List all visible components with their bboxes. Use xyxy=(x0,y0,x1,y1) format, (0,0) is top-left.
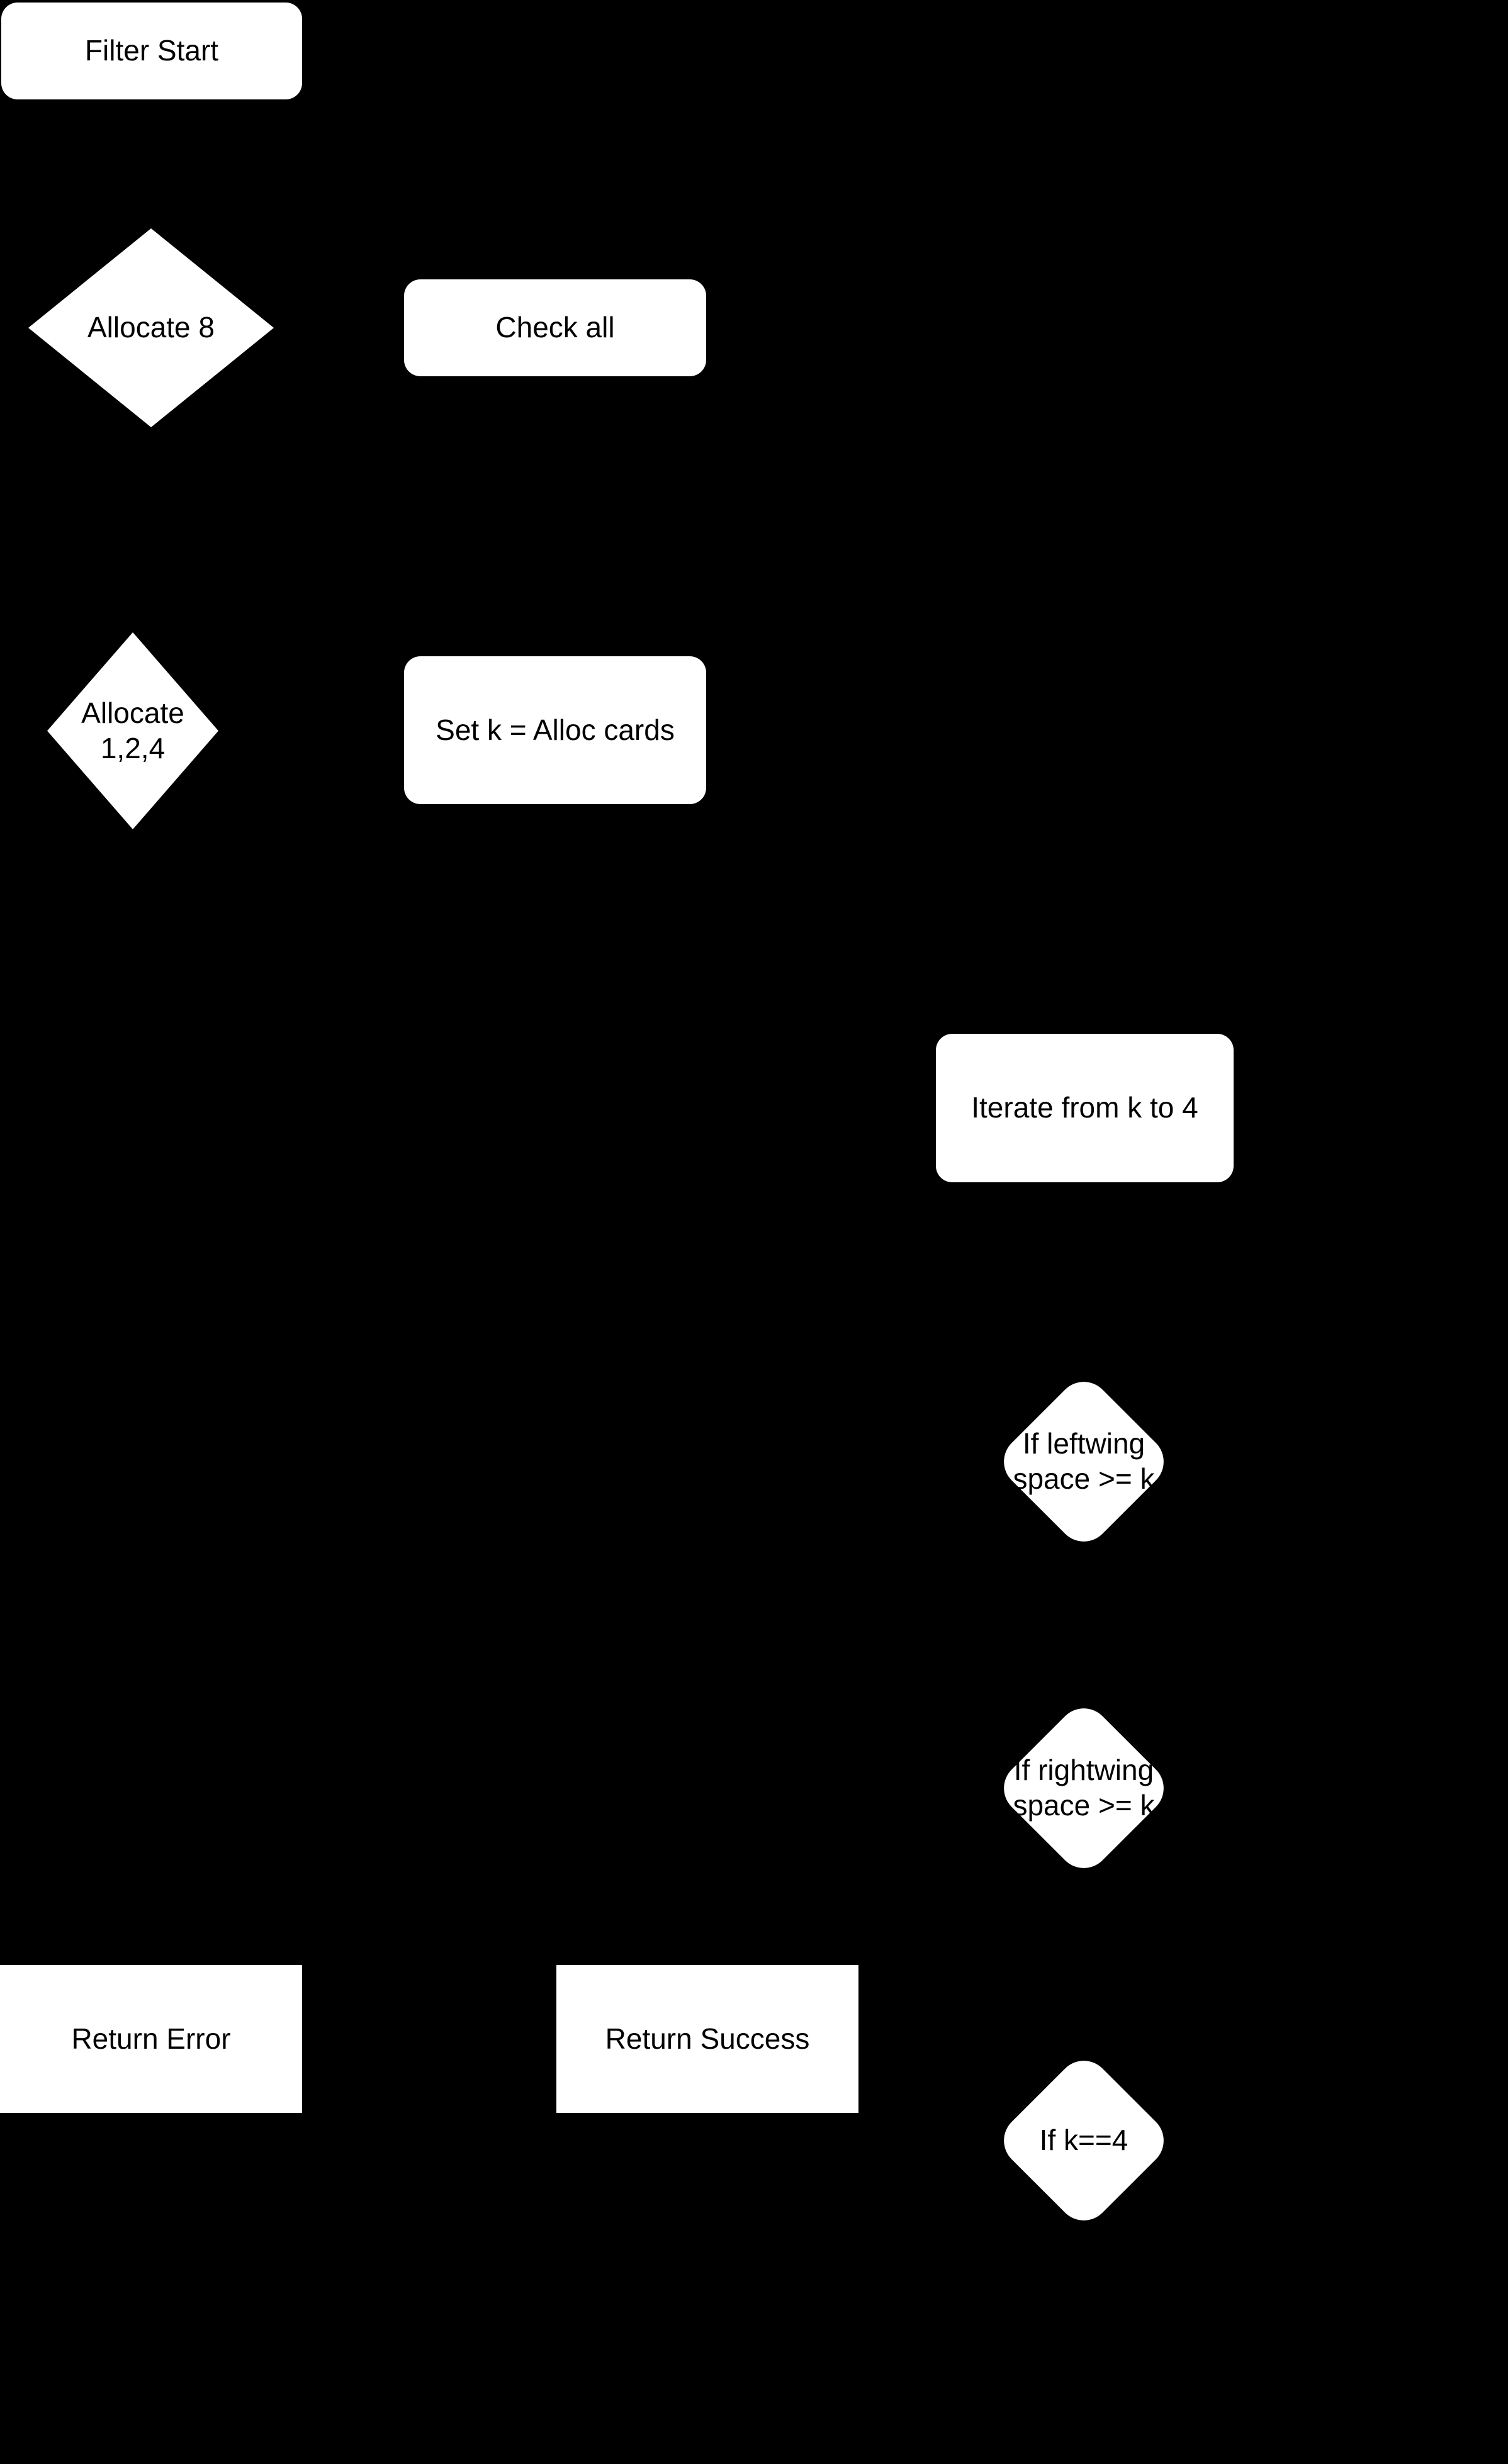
node-if-leftwing: If leftwing space >= k xyxy=(993,1370,1175,1552)
node-iterate-k-to-4: Iterate from k to 4 xyxy=(936,1034,1234,1182)
set-k-shape xyxy=(404,656,706,804)
node-set-k: Set k = Alloc cards xyxy=(404,656,706,804)
check-all-shape xyxy=(404,279,706,376)
return-success-shape xyxy=(556,1965,858,2113)
node-filter-start: Filter Start xyxy=(1,3,302,99)
node-allocate-8: Allocate 8 xyxy=(28,228,274,427)
if-k-equals-4-shape xyxy=(993,2049,1175,2231)
return-error-shape xyxy=(0,1965,302,2113)
node-if-k-equals-4: If k==4 xyxy=(993,2049,1175,2231)
filter-start-shape xyxy=(1,3,302,99)
allocate-8-shape xyxy=(28,228,274,427)
node-if-rightwing: If rightwing space >= k xyxy=(993,1697,1175,1879)
node-return-error: Return Error xyxy=(0,1965,302,2113)
if-rightwing-shape xyxy=(993,1697,1175,1879)
iterate-k-to-4-shape xyxy=(936,1034,1234,1182)
allocate-1-2-4-shape xyxy=(47,632,218,829)
node-allocate-1-2-4: Allocate 1,2,4 xyxy=(47,632,218,829)
node-check-all: Check all xyxy=(404,279,706,376)
node-return-success: Return Success xyxy=(556,1965,858,2113)
if-leftwing-shape xyxy=(993,1370,1175,1552)
